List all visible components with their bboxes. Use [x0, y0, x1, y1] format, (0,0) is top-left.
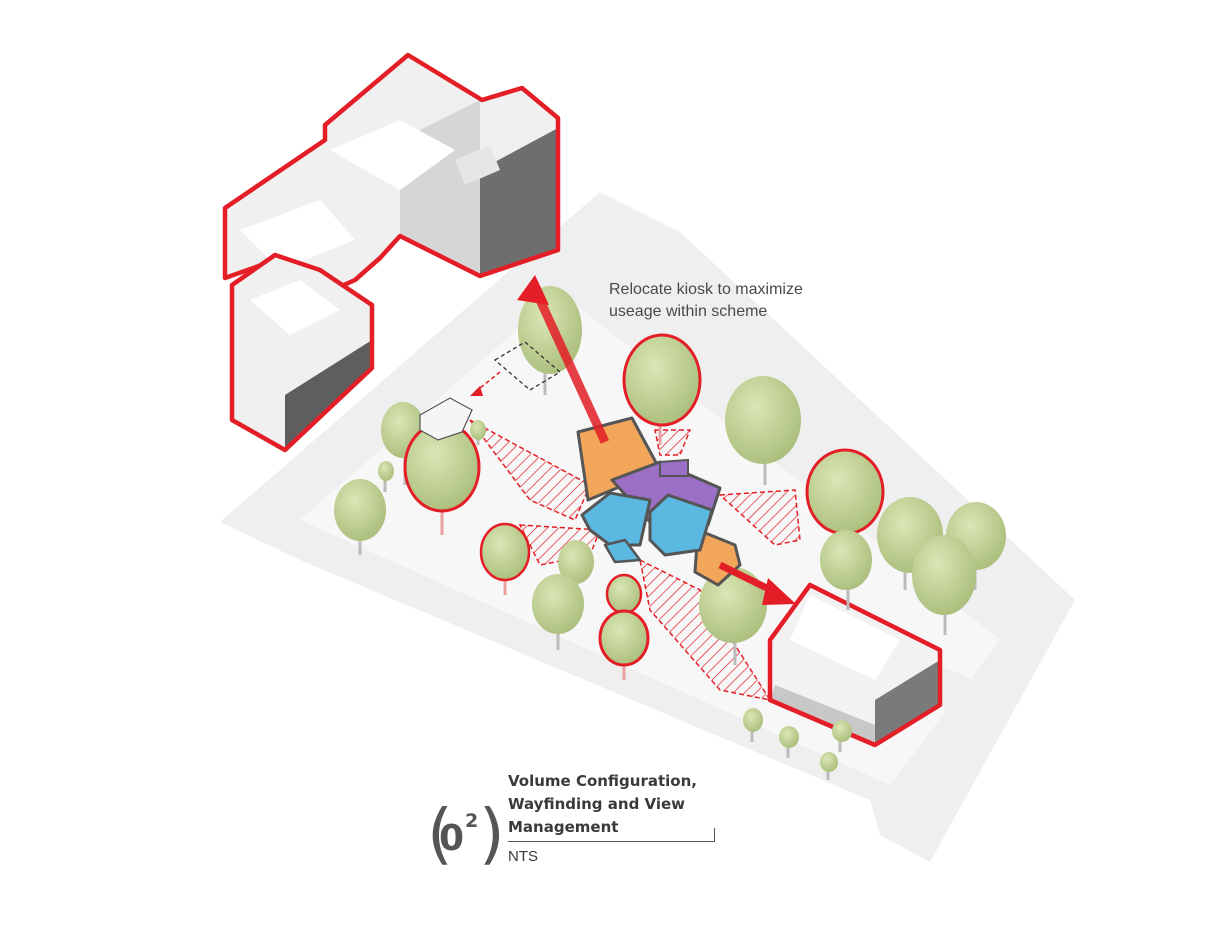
drawing-title: Volume Configuration, Wayfinding and Vie…	[508, 772, 697, 836]
drawing-number-digit: 0	[439, 818, 465, 859]
tree	[403, 421, 481, 535]
relocation-arrows	[517, 275, 796, 605]
drawing-scale: NTS	[508, 848, 538, 865]
tree	[779, 726, 799, 758]
caption-divider-tick	[714, 828, 715, 842]
relocation-annotation: Relocate kiosk to maximize useage within…	[609, 281, 803, 320]
tree	[699, 567, 767, 665]
trees	[334, 286, 1006, 780]
existing-building-north	[222, 52, 561, 303]
tree	[743, 708, 763, 742]
tree	[820, 530, 872, 610]
tree	[912, 535, 976, 635]
tree	[725, 376, 801, 485]
tree	[532, 574, 584, 650]
tree	[334, 479, 386, 555]
old-kiosk-outline	[419, 341, 562, 441]
tree	[832, 720, 852, 752]
proposed-volumes	[576, 416, 742, 587]
drawing-number-paren-right: )	[479, 795, 505, 872]
tree	[479, 522, 531, 595]
view-cones	[469, 419, 801, 702]
drawing-number-paren-left: (	[427, 795, 453, 872]
drawing-number-badge: ( 0 2 )	[427, 799, 505, 873]
drawing-number-superscript: 2	[465, 810, 479, 832]
caption-divider	[508, 841, 715, 842]
tree	[378, 461, 394, 492]
tree	[622, 333, 702, 445]
tree	[470, 420, 486, 445]
tree	[820, 752, 838, 780]
existing-building-west	[229, 252, 375, 453]
tree	[598, 609, 650, 680]
